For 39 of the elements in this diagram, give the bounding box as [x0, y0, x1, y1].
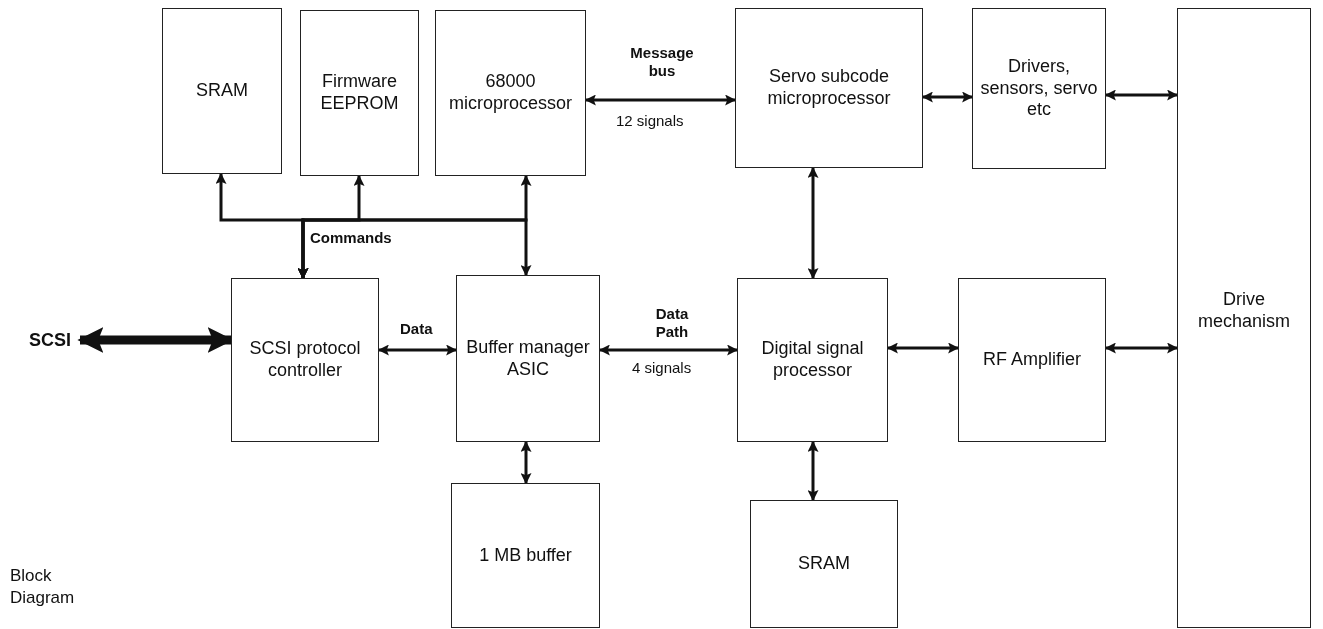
arrow — [520, 440, 532, 485]
arrow — [377, 344, 458, 356]
block-box — [451, 483, 600, 628]
block-box — [750, 500, 898, 628]
block-label: 68000 microprocessor — [448, 71, 573, 115]
block-box — [737, 278, 888, 442]
block-box — [958, 278, 1106, 442]
arrow — [297, 218, 532, 280]
signal-count: 4 signals — [632, 358, 692, 378]
block-box — [300, 10, 419, 176]
arrow — [1104, 89, 1179, 101]
block-label: Buffer manager ASIC — [465, 336, 591, 381]
block-box — [162, 8, 282, 174]
arrow — [886, 342, 960, 354]
block-box — [456, 275, 600, 442]
arrow — [1104, 342, 1179, 354]
arrow — [584, 94, 737, 106]
block-label: Digital signal processor — [760, 338, 865, 382]
block-label: Servo subcode microprocessor — [766, 66, 892, 110]
block-label: SRAM — [195, 80, 249, 102]
block-box — [735, 8, 923, 168]
block-box — [1177, 8, 1311, 628]
block-label: Drive mechanism — [1197, 289, 1291, 333]
block-box — [231, 278, 379, 442]
arrow — [921, 91, 974, 103]
signal-count: 12 signals — [616, 111, 684, 131]
arrow — [807, 166, 819, 280]
caption-text: Block Diagram — [10, 565, 76, 610]
block-box — [972, 8, 1106, 169]
arrow — [598, 344, 739, 356]
block-label: 1 MB buffer — [478, 544, 573, 567]
block-box — [435, 10, 586, 176]
block-label: SCSI protocol controller — [248, 338, 362, 382]
block-label: Firmware EEPROM — [319, 71, 400, 115]
block-label: SRAM — [797, 553, 851, 575]
block-label: RF Amplifier — [982, 349, 1082, 371]
block-label: Drivers, sensors, servo etc — [979, 56, 1099, 121]
arrow — [807, 440, 819, 502]
interface-label: SCSI — [28, 330, 72, 352]
